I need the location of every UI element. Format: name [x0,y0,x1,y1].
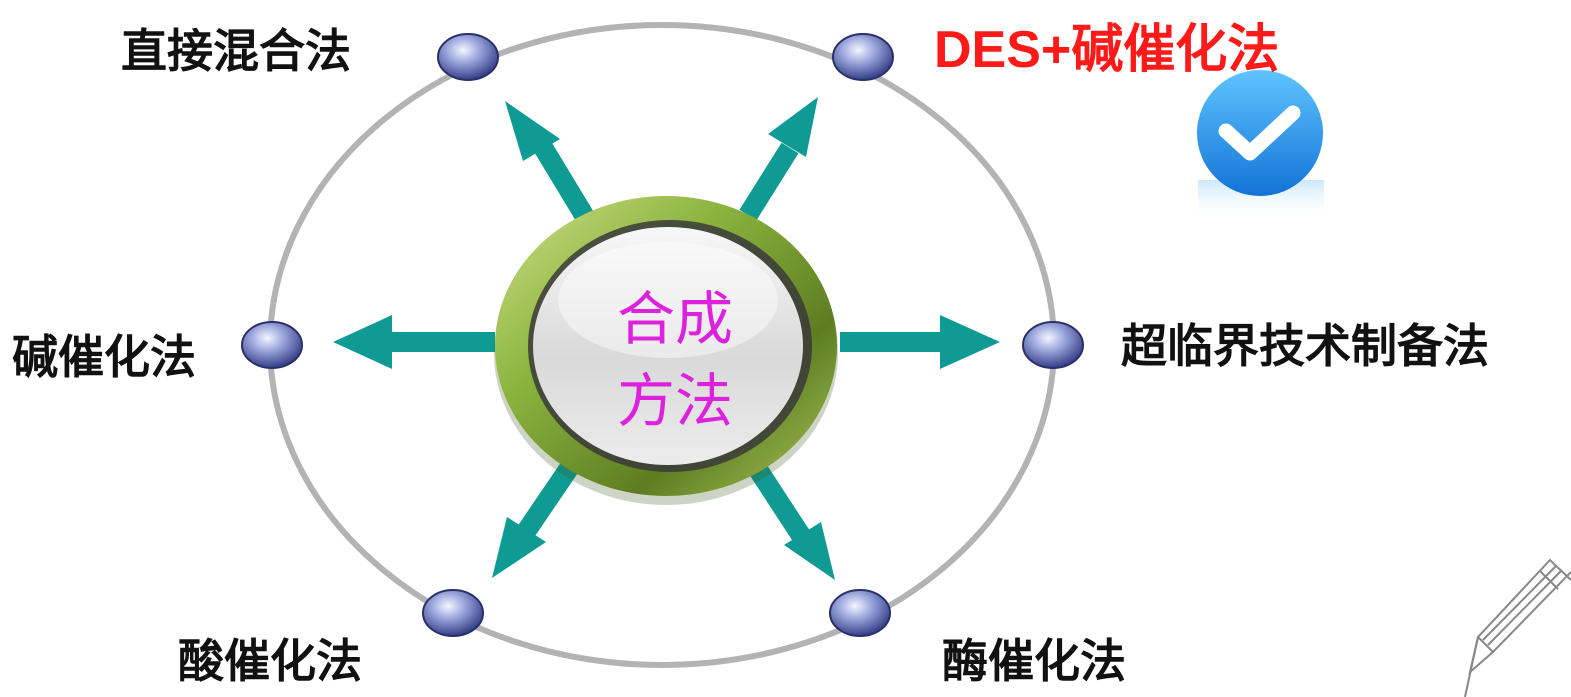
node-acid-catalysis [422,589,484,637]
arrow-up-left [505,101,599,231]
pencil-icon [1464,558,1571,697]
arrow-right [840,315,1000,369]
label-enzyme-catalysis: 酶催化法 [942,634,1126,688]
label-direct-mixing: 直接混合法 [121,24,351,78]
label-acid-catalysis: 酸催化法 [178,634,362,688]
node-base-catalysis [241,321,303,369]
arrow-up-right [739,97,818,221]
check-circle-icon [1197,70,1324,220]
label-base-catalysis: 碱催化法 [12,330,196,384]
node-direct-mixing [437,33,499,81]
center-title-line-1: 合成 [616,285,733,353]
label-des-base-catalysis: DES+碱催化法 [934,21,1280,79]
center-hub [494,196,838,505]
node-des-base-catalysis [832,33,894,81]
label-supercritical: 超临界技术制备法 [1121,319,1489,373]
center-title-line-2: 方法 [616,367,733,435]
node-enzyme-catalysis [829,589,891,637]
node-supercritical [1022,321,1084,369]
arrow-down-right [746,459,835,580]
arrow-left [333,315,495,369]
